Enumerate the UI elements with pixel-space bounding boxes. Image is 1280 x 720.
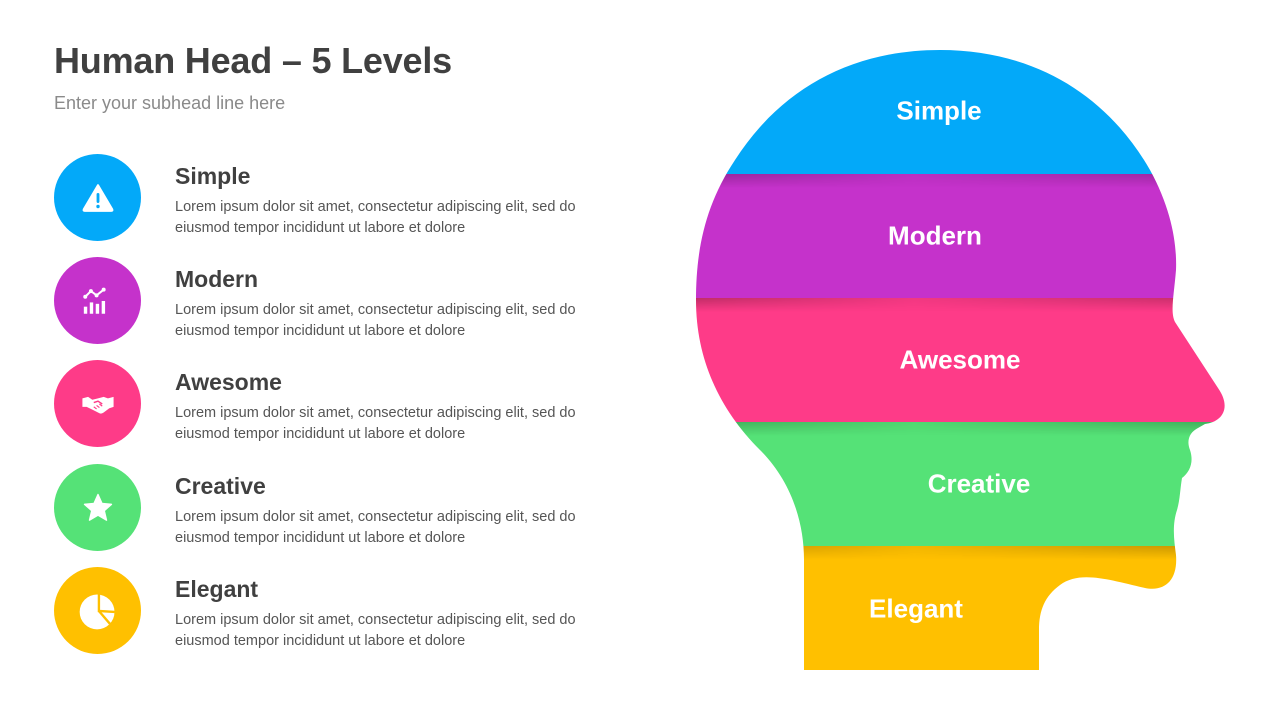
chart-growth-icon: [82, 287, 106, 314]
level-item-awesome: Awesome Lorem ipsum dolor sit amet, cons…: [54, 360, 614, 450]
star-icon: [83, 493, 112, 521]
level-item-elegant: Elegant Lorem ipsum dolor sit amet, cons…: [54, 567, 614, 657]
level-icon-circle: [54, 464, 141, 551]
head-label-modern: Modern: [888, 220, 982, 251]
handshake-icon: [81, 396, 114, 414]
level-icon-circle: [54, 567, 141, 654]
level-icon-circle: [54, 154, 141, 241]
level-title: Modern: [175, 266, 259, 292]
level-description: Lorem ipsum dolor sit amet, consectetur …: [175, 509, 576, 546]
level-description: Lorem ipsum dolor sit amet, consectetur …: [175, 199, 576, 236]
head-band-elegant: [696, 546, 1225, 670]
level-title: Creative: [175, 473, 266, 499]
level-description: Lorem ipsum dolor sit amet, consectetur …: [175, 405, 576, 442]
level-item-simple: Simple Lorem ipsum dolor sit amet, conse…: [54, 154, 614, 244]
head-label-creative: Creative: [927, 468, 1031, 499]
head-label-awesome: Awesome: [899, 344, 1021, 375]
level-icon-circle: [54, 360, 141, 447]
page-title: Human Head – 5 Levels: [54, 40, 452, 81]
level-description: Lorem ipsum dolor sit amet, consectetur …: [175, 302, 576, 339]
head-label-simple: Simple: [896, 95, 982, 126]
level-title: Simple: [175, 163, 251, 189]
level-description: Lorem ipsum dolor sit amet, consectetur …: [175, 612, 576, 649]
head-label-elegant: Elegant: [869, 593, 963, 624]
level-item-creative: Creative Lorem ipsum dolor sit amet, con…: [54, 464, 614, 554]
warning-icon: [82, 183, 113, 212]
level-title: Elegant: [175, 576, 259, 602]
page-subtitle: Enter your subhead line here: [54, 93, 286, 113]
level-title: Awesome: [175, 369, 282, 395]
level-item-modern: Modern Lorem ipsum dolor sit amet, conse…: [54, 257, 614, 347]
pie-chart-icon: [79, 594, 115, 629]
level-icon-circle: [54, 257, 141, 344]
